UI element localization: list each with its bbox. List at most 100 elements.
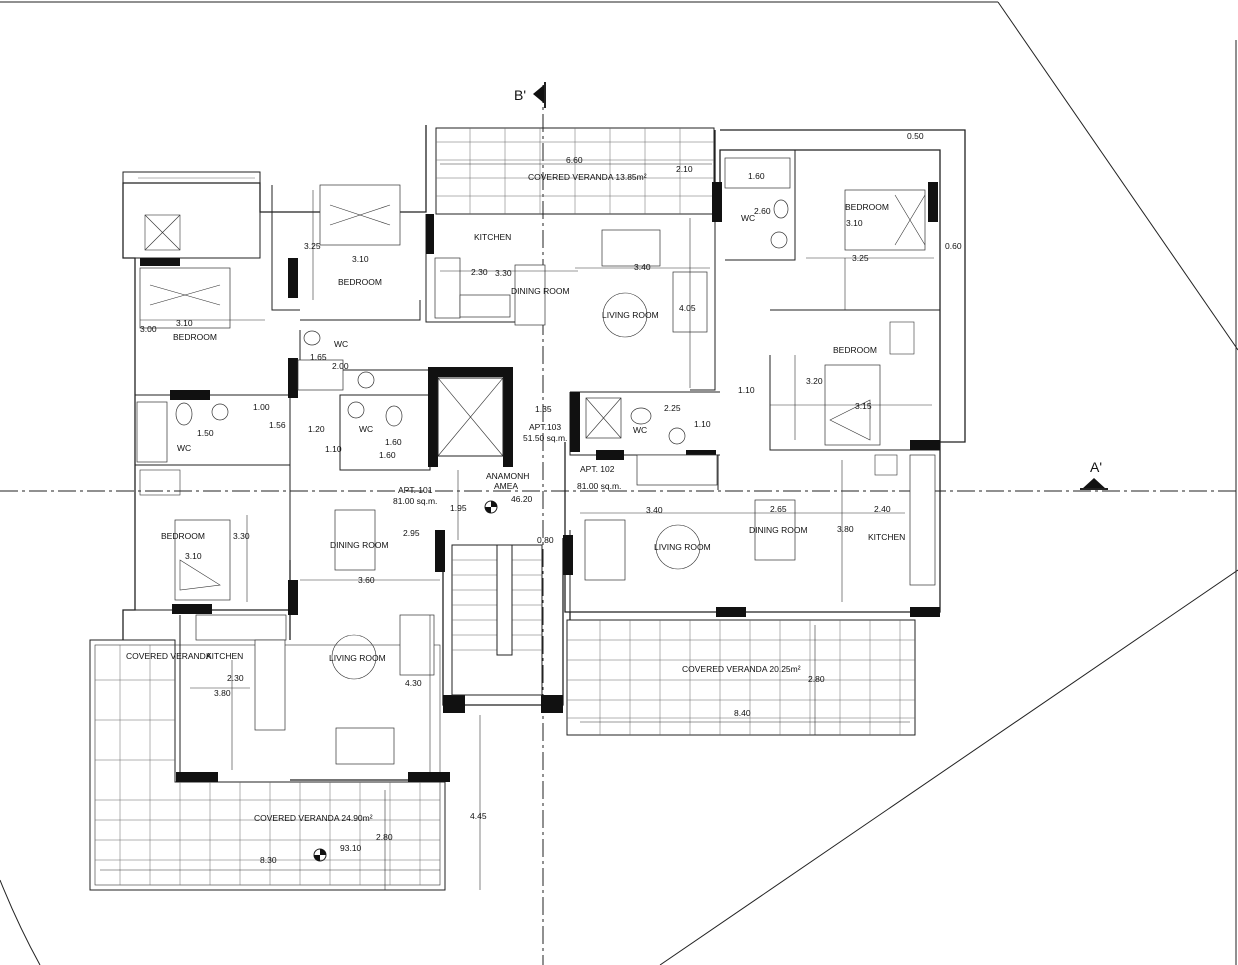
stair: [451, 544, 543, 696]
apt103-name: APT.103: [529, 422, 561, 432]
level-bottom-text: 93.10: [340, 843, 362, 853]
dim-text: 3.30: [495, 268, 512, 278]
room-label-bedroom-top-left: BEDROOM: [173, 332, 217, 342]
dim-text: 1.60: [385, 437, 402, 447]
room-label-living-top: LIVING ROOM: [602, 310, 659, 320]
level-marker-bottom: 93.10: [313, 843, 362, 862]
dim-text: 3.00: [140, 324, 157, 334]
dim-text: 3.10: [185, 551, 202, 561]
section-marker-b: B': [514, 82, 546, 108]
dim-text: 3.15: [855, 401, 872, 411]
level-marker-lift: 46.20: [484, 494, 533, 514]
room-label-kitchen-left: KITCHEN: [206, 651, 243, 661]
room-label-veranda-top: COVERED VERANDA 13.85m²: [528, 172, 647, 182]
dim-text: 1.20: [308, 424, 325, 434]
dimension-texts: 6.60 2.10 0.50 1.60 2.60 3.10 0.60 3.25 …: [140, 131, 962, 865]
dim-text: 3.20: [806, 376, 823, 386]
dim-text: 2.40: [874, 504, 891, 514]
section-a-label: A': [1090, 459, 1102, 475]
room-label-living-right: LIVING ROOM: [654, 542, 711, 552]
room-label-kitchen-right: KITCHEN: [868, 532, 905, 542]
dim-text: 1.95: [450, 503, 467, 513]
dim-text: 3.40: [634, 262, 651, 272]
lift-label-line-2: ΑΜΕΑ: [494, 481, 518, 491]
room-label-wc-top-center: WC: [334, 339, 348, 349]
dim-text: 2.80: [808, 674, 825, 684]
interior-walls: [135, 150, 940, 780]
dim-text: 0.50: [907, 131, 924, 141]
dim-text: 2.65: [770, 504, 787, 514]
dim-text: 2.30: [471, 267, 488, 277]
dim-text: 1.10: [325, 444, 342, 454]
dim-text: 1.35: [535, 404, 552, 414]
dim-text: 0.80: [537, 535, 554, 545]
balcony-top-left: [122, 171, 261, 259]
dim-text: 3.80: [837, 524, 854, 534]
room-label-wc-left: WC: [177, 443, 191, 453]
apt102-name: APT. 102: [580, 464, 615, 474]
dim-text: 8.40: [734, 708, 751, 718]
dim-text: 4.30: [405, 678, 422, 688]
lift-label-line-1: ΑΝΑΜΟΝΗ: [486, 471, 529, 481]
dim-text: 1.60: [748, 171, 765, 181]
dimension-lines: [100, 163, 934, 890]
dim-text: 1.10: [694, 419, 711, 429]
dim-text: 2.30: [227, 673, 244, 683]
dim-text: 2.60: [754, 206, 771, 216]
room-label-bedroom-top-center: BEDROOM: [338, 277, 382, 287]
dim-text: 1.50: [197, 428, 214, 438]
dim-text: 3.60: [358, 575, 375, 585]
section-axis-lines: [0, 85, 1238, 965]
dim-text: 2.80: [376, 832, 393, 842]
dim-text: 1.65: [310, 352, 327, 362]
dim-text: 4.05: [679, 303, 696, 313]
dim-text: 3.30: [233, 531, 250, 541]
room-label-living-left: LIVING ROOM: [329, 653, 386, 663]
dim-text: 1.00: [253, 402, 270, 412]
dim-text: 2.00: [332, 361, 349, 371]
apt102-area: 81.00 sq.m.: [577, 481, 621, 491]
room-label-bedroom-left-bottom: BEDROOM: [161, 531, 205, 541]
room-label-wc-right-mid: WC: [633, 425, 647, 435]
apartment-labels: APT. 101 81.00 sq.m. APT.103 51.50 sq.m.…: [393, 422, 621, 506]
room-labels: COVERED VERANDA 13.85m² KITCHEN DINING R…: [126, 172, 905, 823]
room-label-veranda-left-small: COVERED VERANDA: [126, 651, 212, 661]
veranda-right: [566, 619, 916, 736]
room-label-dining-left: DINING ROOM: [330, 540, 389, 550]
dim-text: 2.95: [403, 528, 420, 538]
dim-text: 1.60: [379, 450, 396, 460]
apt101-area: 81.00 sq.m.: [393, 496, 437, 506]
room-label-bedroom-right-mid: BEDROOM: [833, 345, 877, 355]
outer-walls: [122, 125, 966, 781]
room-label-veranda-bottom: COVERED VERANDA 24.90m²: [254, 813, 373, 823]
room-label-dining-right: DINING ROOM: [749, 525, 808, 535]
dim-text: 2.25: [664, 403, 681, 413]
room-label-wc-right-top: WC: [741, 213, 755, 223]
veranda-top: [435, 127, 715, 215]
dim-text: 2.10: [676, 164, 693, 174]
dim-text: 1.10: [738, 385, 755, 395]
room-label-veranda-right: COVERED VERANDA 20.25m²: [682, 664, 801, 674]
apt103-area: 51.50 sq.m.: [523, 433, 567, 443]
dim-text: 3.10: [846, 218, 863, 228]
dim-text: 1.56: [269, 420, 286, 430]
level-lift-text: 46.20: [511, 494, 533, 504]
section-marker-a: A': [1080, 459, 1108, 490]
lift-shaft: [437, 377, 504, 457]
dim-text: 3.10: [352, 254, 369, 264]
dim-text: 8.30: [260, 855, 277, 865]
section-b-label: B': [514, 87, 526, 103]
room-label-kitchen-top: KITCHEN: [474, 232, 511, 242]
dim-text: 3.25: [304, 241, 321, 251]
room-label-bedroom-right-top: BEDROOM: [845, 202, 889, 212]
apt101-name: APT. 101: [398, 485, 433, 495]
dim-text: 0.60: [945, 241, 962, 251]
dim-text: 3.80: [214, 688, 231, 698]
dim-text: 3.10: [176, 318, 193, 328]
dim-text: 3.25: [852, 253, 869, 263]
room-label-wc-mid: WC: [359, 424, 373, 434]
dim-text: 6.60: [566, 155, 583, 165]
dim-text: 4.45: [470, 811, 487, 821]
